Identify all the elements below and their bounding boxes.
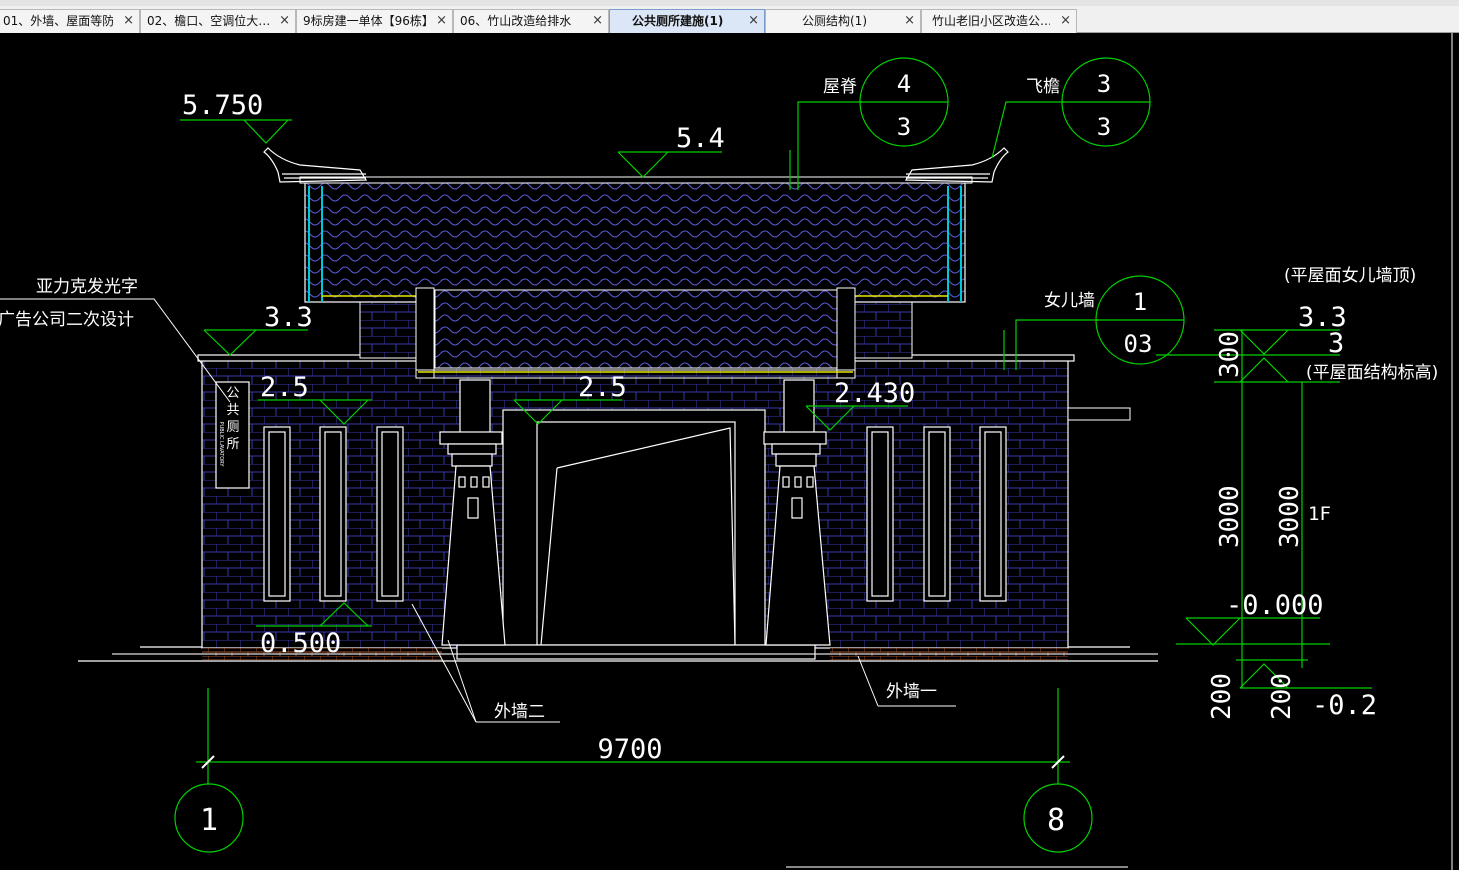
tab-old-community[interactable]: 竹山老旧小区改造公… ×: [921, 9, 1077, 33]
close-icon[interactable]: ×: [279, 13, 290, 28]
height-dimensions: 300 3000 3000 200 200: [1207, 331, 1305, 720]
overall-dimension: 9700: [196, 688, 1070, 784]
ground-line: [78, 646, 1158, 662]
close-icon[interactable]: ×: [592, 13, 603, 28]
callout-top: 4: [897, 70, 911, 98]
level-labels: 5.750 5.4 3.3 2.5 2.5 2.430 0.500 3.3 3 …: [182, 90, 1377, 721]
close-icon[interactable]: ×: [123, 13, 134, 28]
callout-top: 3: [1097, 70, 1111, 98]
document-tab-bar: 01、外墙、屋面等防… × 02、檐口、空调位大… × 9标房建一单体【96栋】…: [0, 6, 1459, 33]
pillar-right: [763, 379, 831, 646]
level-eave-right: 2.430: [834, 378, 915, 409]
dim-3000-a: 3000: [1215, 485, 1245, 548]
label-ext-wall-2: 外墙二: [494, 702, 545, 722]
dim-200-a: 200: [1207, 673, 1237, 720]
tiled-roof: [299, 176, 973, 303]
flying-eave-left: [263, 147, 368, 183]
callout-leaders: [789, 101, 1098, 370]
level-ground: -0.000: [1226, 590, 1324, 621]
drawing-canvas[interactable]: 4 3 3 3 1 03 5.750 5.4 3.3 2.5 2.5 2.430…: [0, 33, 1459, 870]
sign-board-cn: 公共厕所: [226, 386, 240, 452]
tab-public-toilet-architecture[interactable]: 公共厕所建施(1) ×: [609, 9, 765, 33]
label-flying-eave: 飞檐: [1026, 77, 1060, 97]
tab-building-96[interactable]: 9标房建一单体【96栋】 ×: [296, 9, 453, 33]
label-sign-line2: 广告公司二次设计: [0, 310, 134, 330]
detail-callout-roof-ridge: 4 3: [859, 57, 949, 147]
label-parapet-wall: 女儿墙: [1044, 291, 1095, 311]
pillar-left: [439, 379, 506, 646]
windows-right: [866, 426, 1007, 602]
gate-opening: [456, 409, 816, 660]
tab-label: 公共厕所建施(1): [632, 14, 724, 28]
close-icon[interactable]: ×: [436, 13, 447, 28]
label-structure-note: (平屋面结构标高): [1306, 363, 1438, 383]
dim-overall-width: 9700: [597, 734, 662, 765]
tab-label: 竹山老旧小区改造公…: [932, 14, 1050, 28]
tab-toilet-structure[interactable]: 公厕结构(1) ×: [765, 9, 921, 33]
flying-eave-right: [904, 147, 1009, 183]
dim-200-b: 200: [1267, 673, 1297, 720]
axis-label: 1: [200, 803, 218, 838]
detail-callout-parapet: 1 03: [1095, 275, 1185, 365]
tab-plumbing[interactable]: 06、竹山改造给排水 ×: [453, 9, 609, 33]
grid-axis-8: 8: [1023, 783, 1093, 853]
annotation-labels: 屋脊 飞檐 女儿墙 亚力克发光字 广告公司二次设计 (平屋面女儿墙顶) (平屋面…: [0, 77, 1438, 722]
label-roof-ridge: 屋脊: [823, 77, 857, 97]
level-sill: 0.500: [260, 628, 341, 659]
callout-top: 1: [1133, 288, 1147, 316]
level-parapet-left: 3.3: [264, 302, 313, 333]
label-floor: 1F: [1308, 503, 1331, 525]
windows-left: [263, 426, 404, 602]
tab-eaves-ac[interactable]: 02、檐口、空调位大… ×: [140, 9, 296, 33]
level-parapet-top: 3.3: [1298, 302, 1347, 333]
callout-bottom: 03: [1124, 330, 1153, 358]
dim-300: 300: [1215, 331, 1245, 378]
tab-label: 06、竹山改造给排水: [460, 14, 572, 28]
tab-exterior-wall-roof[interactable]: 01、外墙、屋面等防… ×: [0, 9, 140, 33]
close-icon[interactable]: ×: [1060, 13, 1071, 28]
sign-board: [215, 381, 250, 489]
level-ridge-top: 5.750: [182, 90, 263, 121]
gate-roof: [415, 287, 856, 379]
label-parapet-top-note: (平屋面女儿墙顶): [1284, 266, 1416, 286]
detail-callout-flying-eave: 3 3: [1061, 57, 1151, 147]
menu-bar[interactable]: [0, 0, 1459, 6]
level-markers: [180, 119, 1372, 689]
axis-label: 8: [1047, 803, 1065, 838]
sign-board-vertical: 公共厕所: [224, 385, 242, 453]
close-icon[interactable]: ×: [904, 13, 915, 28]
tab-label: 公厕结构(1): [802, 14, 867, 28]
cad-drawing: 4 3 3 3 1 03 5.750 5.4 3.3 2.5 2.5 2.430…: [0, 33, 1453, 870]
callout-bottom: 3: [897, 113, 911, 141]
level-eave-left: 2.5: [260, 372, 309, 403]
label-sign-line1: 亚力克发光字: [36, 277, 138, 297]
dim-3000-b: 3000: [1275, 485, 1305, 548]
tab-label: 01、外墙、屋面等防…: [3, 14, 113, 28]
leader-lines: [0, 298, 956, 723]
level-structure-top: 3: [1328, 328, 1344, 359]
sign-board-en: PUBLIC LAVATORY: [218, 421, 224, 467]
callout-bottom: 3: [1097, 113, 1111, 141]
tab-label: 9标房建一单体【96栋】: [303, 14, 426, 28]
level-ridge: 5.4: [676, 123, 725, 154]
level-outdoor: -0.2: [1312, 690, 1377, 721]
sign-board-english: PUBLIC LAVATORY: [218, 399, 224, 489]
label-ext-wall-1: 外墙一: [886, 682, 937, 702]
grid-axis-1: 1: [174, 783, 244, 853]
tab-label: 02、檐口、空调位大…: [147, 14, 269, 28]
close-icon[interactable]: ×: [748, 13, 759, 28]
level-eave-center: 2.5: [578, 372, 627, 403]
